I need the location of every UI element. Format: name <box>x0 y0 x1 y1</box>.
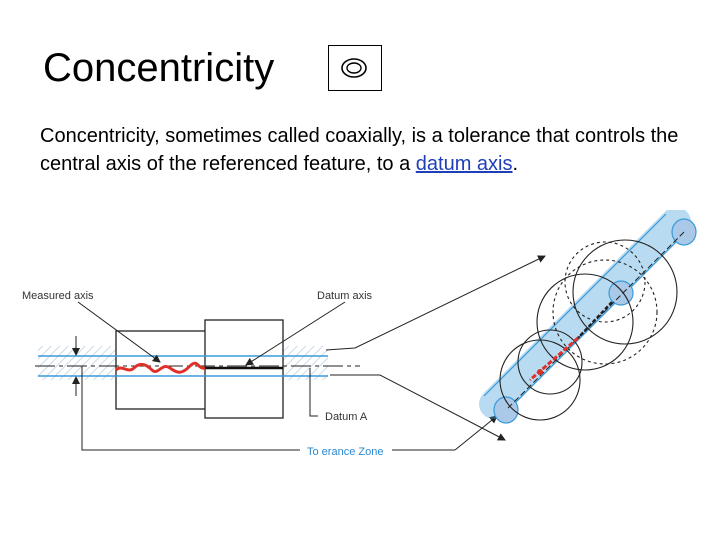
datum-axis-link[interactable]: datum axis <box>415 153 513 175</box>
description-text: Concentricity, sometimes called coaxiall… <box>40 125 679 175</box>
slide-title: Concentricity <box>43 46 275 90</box>
concentricity-description: Concentricity, sometimes called coaxiall… <box>40 122 680 178</box>
tolerance-zone-label: To erance Zone <box>307 446 383 458</box>
datum-a-label: Datum A <box>325 411 368 423</box>
concentricity-symbol-icon <box>328 45 382 91</box>
datum-axis-label: Datum axis <box>317 290 373 302</box>
isometric-view <box>479 210 697 424</box>
side-view-part <box>35 255 546 451</box>
concentricity-diagram: Measured axis Datum axis Datum A To eran… <box>22 210 697 458</box>
measured-axis-label: Measured axis <box>22 290 94 302</box>
description-end: . <box>512 153 519 175</box>
